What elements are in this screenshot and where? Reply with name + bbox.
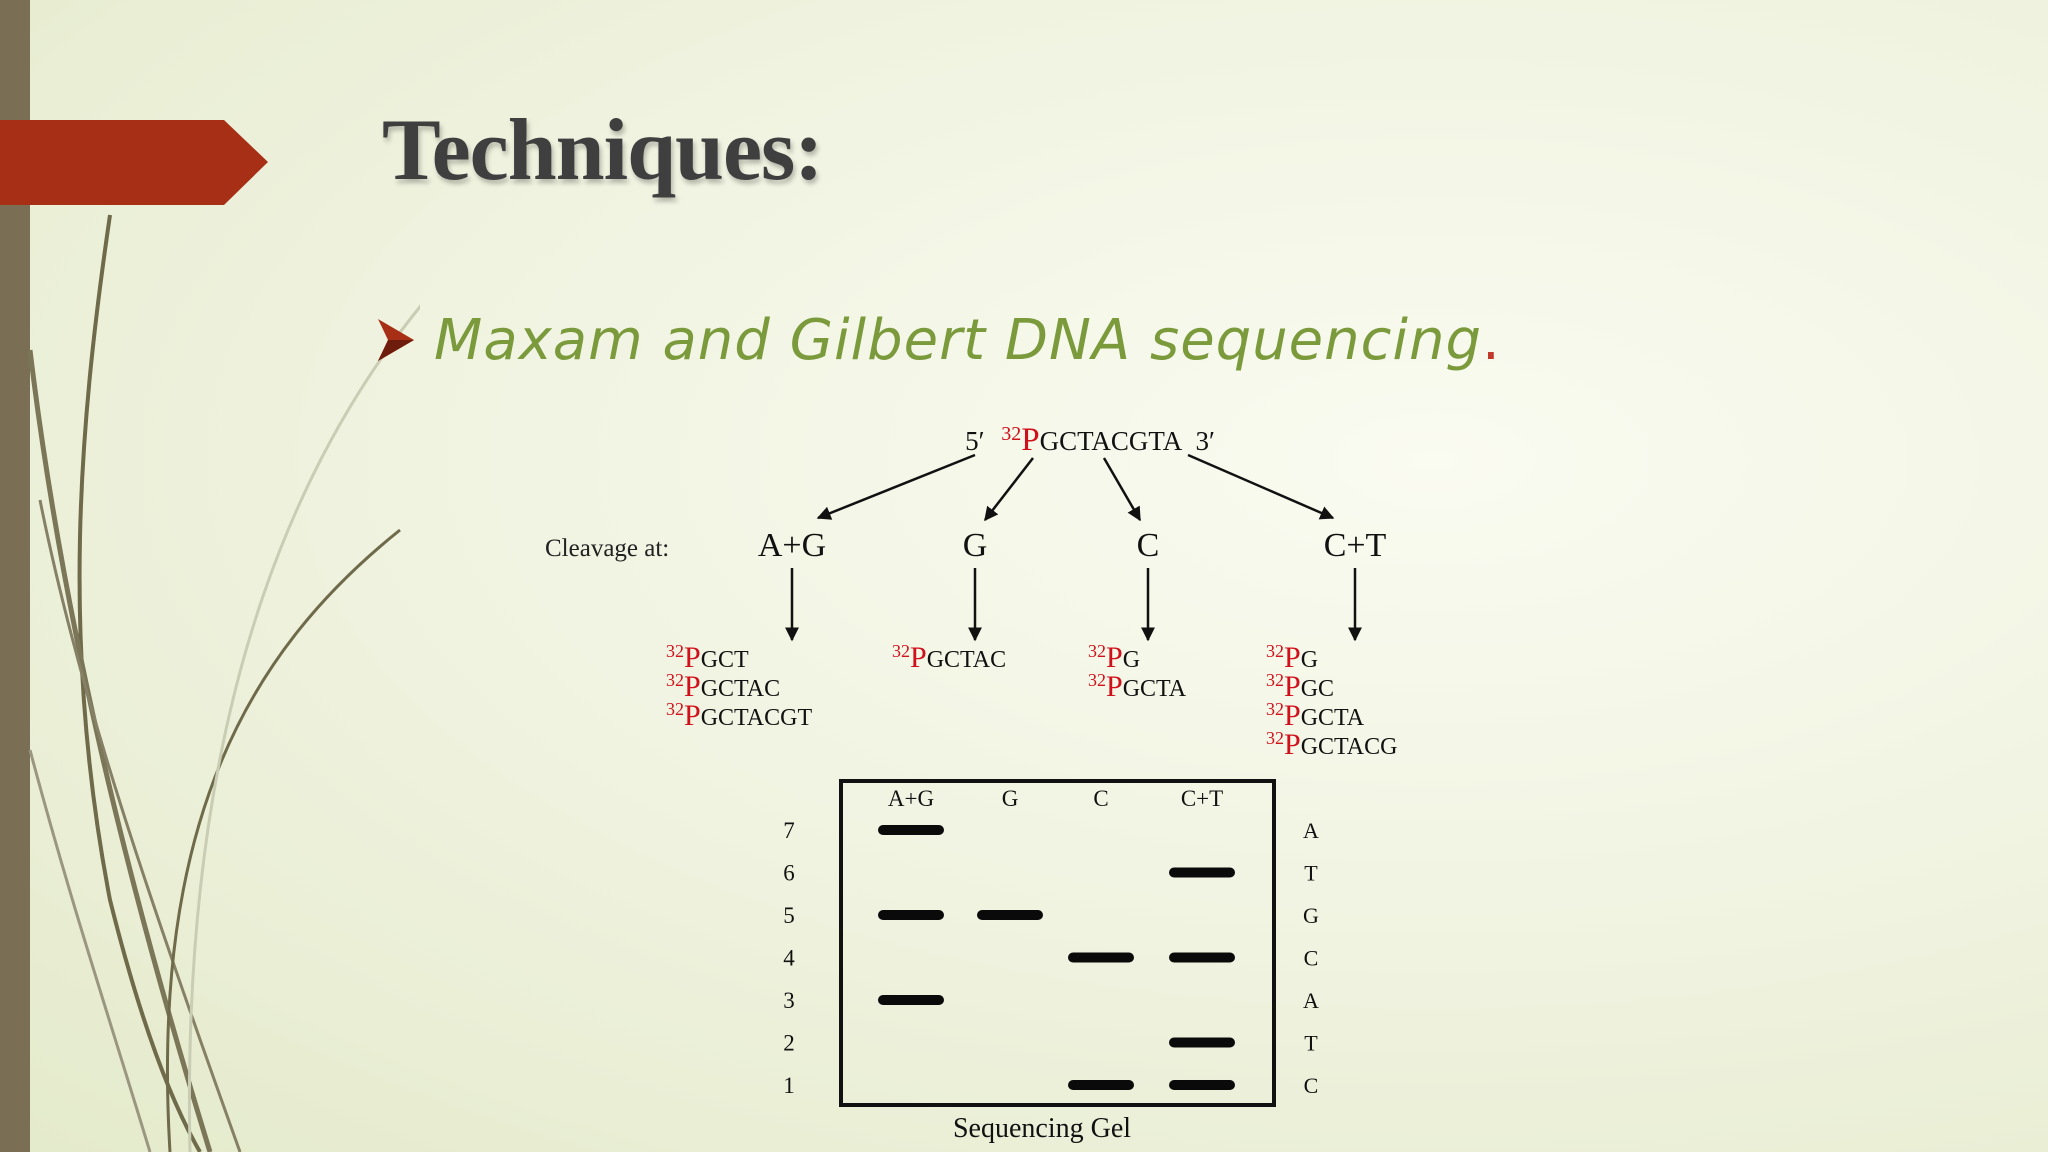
gel-lane-label: G	[1002, 786, 1019, 811]
fragment-sequence: GCTACG	[1301, 734, 1398, 760]
gel-row-number: 1	[783, 1073, 795, 1098]
fragment-label: 32PGCTAC	[666, 670, 780, 703]
gel-band	[1068, 1080, 1134, 1090]
fragment-label: 32PGCTA	[1088, 670, 1187, 703]
sequence-bases: GCTACGTA	[1040, 426, 1183, 456]
fragment-sequence: GCTACGT	[701, 705, 813, 731]
arrow-to-g	[984, 457, 1034, 522]
gel-lane-label: A+G	[888, 786, 934, 811]
fragment-sequence: GCTAC	[701, 676, 780, 702]
fragment-sequence: GCT	[701, 647, 749, 673]
fragment-isotope: 32	[1266, 670, 1284, 690]
fragment-phosphate: P	[1284, 641, 1301, 674]
fragment-phosphate: P	[910, 641, 927, 674]
fragment-sequence: GC	[1301, 676, 1334, 702]
gel-read-base: C	[1304, 1073, 1319, 1098]
fragment-label: 32PGCT	[666, 641, 749, 674]
fragment-phosphate: P	[1284, 670, 1301, 703]
sequence-prime3: 3′	[1196, 426, 1215, 456]
fragment-isotope: 32	[892, 641, 910, 661]
gel-band	[1169, 867, 1235, 878]
reaction-label-ct: C+T	[1324, 527, 1387, 564]
bullet-period: .	[1482, 307, 1500, 373]
fragment-sequence: G	[1123, 647, 1140, 673]
fragment-phosphate: P	[1284, 728, 1301, 761]
fragment-label: 32PGCTACG	[1266, 728, 1397, 761]
bullet-item: Maxam and Gilbert DNA sequencing.	[376, 300, 1500, 380]
gel-read-base: A	[1303, 988, 1319, 1013]
gel-caption: Sequencing Gel	[953, 1113, 1131, 1144]
sequence-prime5: 5′	[965, 426, 984, 456]
fragment-label: 32PG	[1266, 641, 1318, 674]
reaction-label-ag: A+G	[758, 527, 826, 564]
gel-band	[1169, 1037, 1235, 1048]
fragment-sequence: GCTA	[1301, 705, 1365, 731]
arrow-to-ct	[1187, 453, 1335, 520]
gel-row-number: 3	[783, 988, 795, 1013]
gel-row-number: 4	[783, 946, 795, 971]
gel-row-number: 6	[783, 861, 795, 886]
fragment-phosphate: P	[1106, 670, 1123, 703]
gel-row-number: 7	[783, 818, 795, 843]
fragment-isotope: 32	[1266, 699, 1284, 719]
cleavage-label: Cleavage at:	[545, 535, 669, 562]
grass-decoration	[27, 214, 420, 1152]
fragment-label: 32PGC	[1266, 670, 1334, 703]
fragment-phosphate: P	[684, 699, 701, 732]
gel-read-base: G	[1303, 903, 1319, 928]
gel-band	[1169, 1080, 1235, 1090]
gel-row-number: 5	[783, 903, 795, 928]
fragment-isotope: 32	[1088, 670, 1106, 690]
fragment-phosphate: P	[684, 641, 701, 674]
sequence-phosphate: P	[1021, 422, 1039, 458]
gel-band	[1068, 952, 1134, 963]
gel-band	[1169, 952, 1235, 963]
gel-band	[878, 825, 944, 835]
reaction-label-c: C	[1137, 527, 1160, 564]
fragment-label: 32PG	[1088, 641, 1140, 674]
fragment-sequence: GCTA	[1123, 676, 1187, 702]
gel-band	[878, 910, 944, 920]
gel-band	[878, 995, 944, 1005]
fragment-isotope: 32	[666, 699, 684, 719]
fragment-isotope: 32	[1266, 641, 1284, 661]
arrow-to-ag	[816, 453, 976, 520]
gel-lane-label: C+T	[1181, 786, 1223, 811]
sequence-label: 5′ 32PGCTACGTA 3′	[965, 422, 1215, 458]
gel-band	[977, 910, 1043, 920]
sequence-isotope: 32	[1001, 423, 1021, 445]
fragment-isotope: 32	[1266, 728, 1284, 748]
gel-frame	[839, 779, 1276, 1107]
fragment-label: 32PGCTACGT	[666, 699, 812, 732]
gel-read-base: T	[1304, 1031, 1318, 1056]
fragment-label: 32PGCTA	[1266, 699, 1365, 732]
fragment-isotope: 32	[1088, 641, 1106, 661]
gel-read-base: A	[1303, 818, 1319, 843]
gel-read-base: C	[1304, 946, 1319, 971]
fragment-label: 32PGCTAC	[892, 641, 1006, 674]
fragment-isotope: 32	[666, 670, 684, 690]
fragment-sequence: GCTAC	[927, 647, 1006, 673]
bullet-text: Maxam and Gilbert DNA sequencing	[434, 307, 1483, 373]
chevron-right-icon	[378, 319, 414, 361]
fragment-isotope: 32	[666, 641, 684, 661]
title-ribbon	[0, 120, 268, 205]
gel-row-number: 2	[783, 1031, 795, 1056]
fragment-phosphate: P	[684, 670, 701, 703]
gel-read-base: T	[1304, 861, 1318, 886]
slide-title: Techniques:	[382, 102, 824, 199]
arrow-to-c	[1102, 457, 1142, 522]
fragment-phosphate: P	[1284, 699, 1301, 732]
reaction-label-g: G	[963, 527, 988, 564]
fragment-sequence: G	[1301, 647, 1318, 673]
gel-lane-label: C	[1093, 786, 1108, 811]
fragment-phosphate: P	[1106, 641, 1123, 674]
